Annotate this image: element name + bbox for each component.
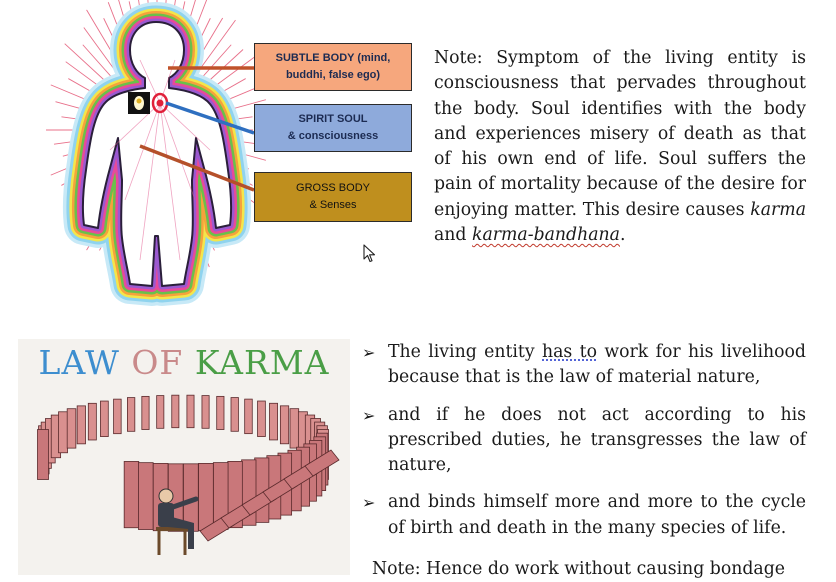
- bullet-1-text-a: The living entity: [388, 342, 542, 362]
- bullet-1-underlined: has to: [542, 342, 597, 362]
- spirit-soul-label: SPIRIT SOUL & consciousness: [254, 104, 412, 152]
- domino-piece: [230, 397, 239, 432]
- note-text: Note: Symptom of the living entity is co…: [434, 48, 806, 220]
- domino-piece: [201, 395, 210, 429]
- karma-bullet-list: ➢ The living entity has to work for his …: [362, 340, 806, 553]
- domino-piece: [289, 408, 300, 449]
- domino-piece: [156, 395, 165, 429]
- domino-piece: [113, 398, 122, 435]
- mouse-cursor-icon: [363, 244, 376, 263]
- law-of-karma-title: LAW OF KARMA: [18, 343, 350, 382]
- domino-piece: [66, 408, 77, 449]
- spirit-soul-pointer: [165, 101, 255, 135]
- spirit-soul-line-1: SPIRIT SOUL: [298, 113, 368, 125]
- gross-body-label: GROSS BODY & Senses: [254, 172, 412, 222]
- domino-illustration: [37, 394, 340, 555]
- domino-ring: [37, 394, 329, 532]
- domino-piece: [171, 394, 180, 429]
- spirit-soul-line-2: & consciousness: [287, 130, 379, 142]
- soul-icon: [128, 92, 150, 114]
- domino-piece: [141, 395, 150, 430]
- domino-piece: [87, 402, 97, 441]
- fallen-dominoes: [199, 449, 340, 542]
- human-aura-figure: [46, 0, 266, 310]
- domino-piece: [123, 461, 140, 529]
- domino-piece: [279, 405, 290, 445]
- subtle-body-line-1: SUBTLE BODY (mind,: [275, 52, 391, 64]
- domino-piece: [186, 394, 195, 429]
- law-of-karma-image: LAW OF KARMA: [18, 339, 350, 575]
- inner-lines: [109, 59, 211, 261]
- gross-body-line-1: GROSS BODY: [296, 182, 370, 194]
- title-word-of: OF: [131, 343, 184, 382]
- note-and: and: [434, 225, 467, 246]
- bullet-item-2: ➢ and if he does not act according to hi…: [362, 403, 806, 479]
- subtle-body-diagram: SUBTLE BODY (mind, buddhi, false ego) SP…: [0, 0, 440, 310]
- arrow-bullet-icon: ➢: [362, 493, 376, 513]
- bullet-item-3: ➢ and binds himself more and more to the…: [362, 490, 806, 541]
- arrow-bullet-icon: ➢: [362, 405, 376, 425]
- title-word-karma: KARMA: [194, 343, 330, 382]
- domino-piece: [100, 400, 109, 437]
- domino-piece: [198, 463, 214, 532]
- domino-piece: [244, 398, 253, 435]
- domino-piece: [138, 462, 154, 530]
- fallen-domino: [304, 449, 340, 477]
- title-word-law: LAW: [38, 343, 120, 382]
- domino-piece: [58, 411, 68, 454]
- bullet-2-text: and if he does not act according to his …: [388, 404, 806, 476]
- subtle-body-line-2: buddhi, false ego): [285, 69, 381, 81]
- bullet-3-text: and binds himself more and more to the c…: [388, 492, 806, 538]
- domino-piece: [216, 395, 225, 430]
- gross-body-pointer: [139, 144, 255, 192]
- subtle-body-label: SUBTLE BODY (mind, buddhi, false ego): [254, 43, 412, 91]
- domino-piece: [76, 405, 86, 445]
- arrow-bullet-icon: ➢: [362, 343, 376, 362]
- domino-piece: [257, 400, 266, 437]
- domino-piece: [269, 402, 278, 441]
- term-karma-bandhana: karma-bandhana: [472, 225, 620, 246]
- gross-body-line-2: & Senses: [309, 199, 357, 211]
- domino-piece: [37, 429, 49, 480]
- bottom-note: Note: Hence do work without causing bond…: [372, 559, 786, 579]
- term-karma: karma: [750, 199, 806, 220]
- bullet-1-text-b: work for his livelihood because that is …: [388, 342, 806, 388]
- note-paragraph: Note: Symptom of the living entity is co…: [434, 46, 806, 248]
- bullet-item-1: ➢ The living entity has to work for his …: [362, 340, 806, 391]
- seated-man-icon: [156, 488, 199, 555]
- note-end: .: [620, 225, 626, 246]
- domino-piece: [127, 397, 136, 432]
